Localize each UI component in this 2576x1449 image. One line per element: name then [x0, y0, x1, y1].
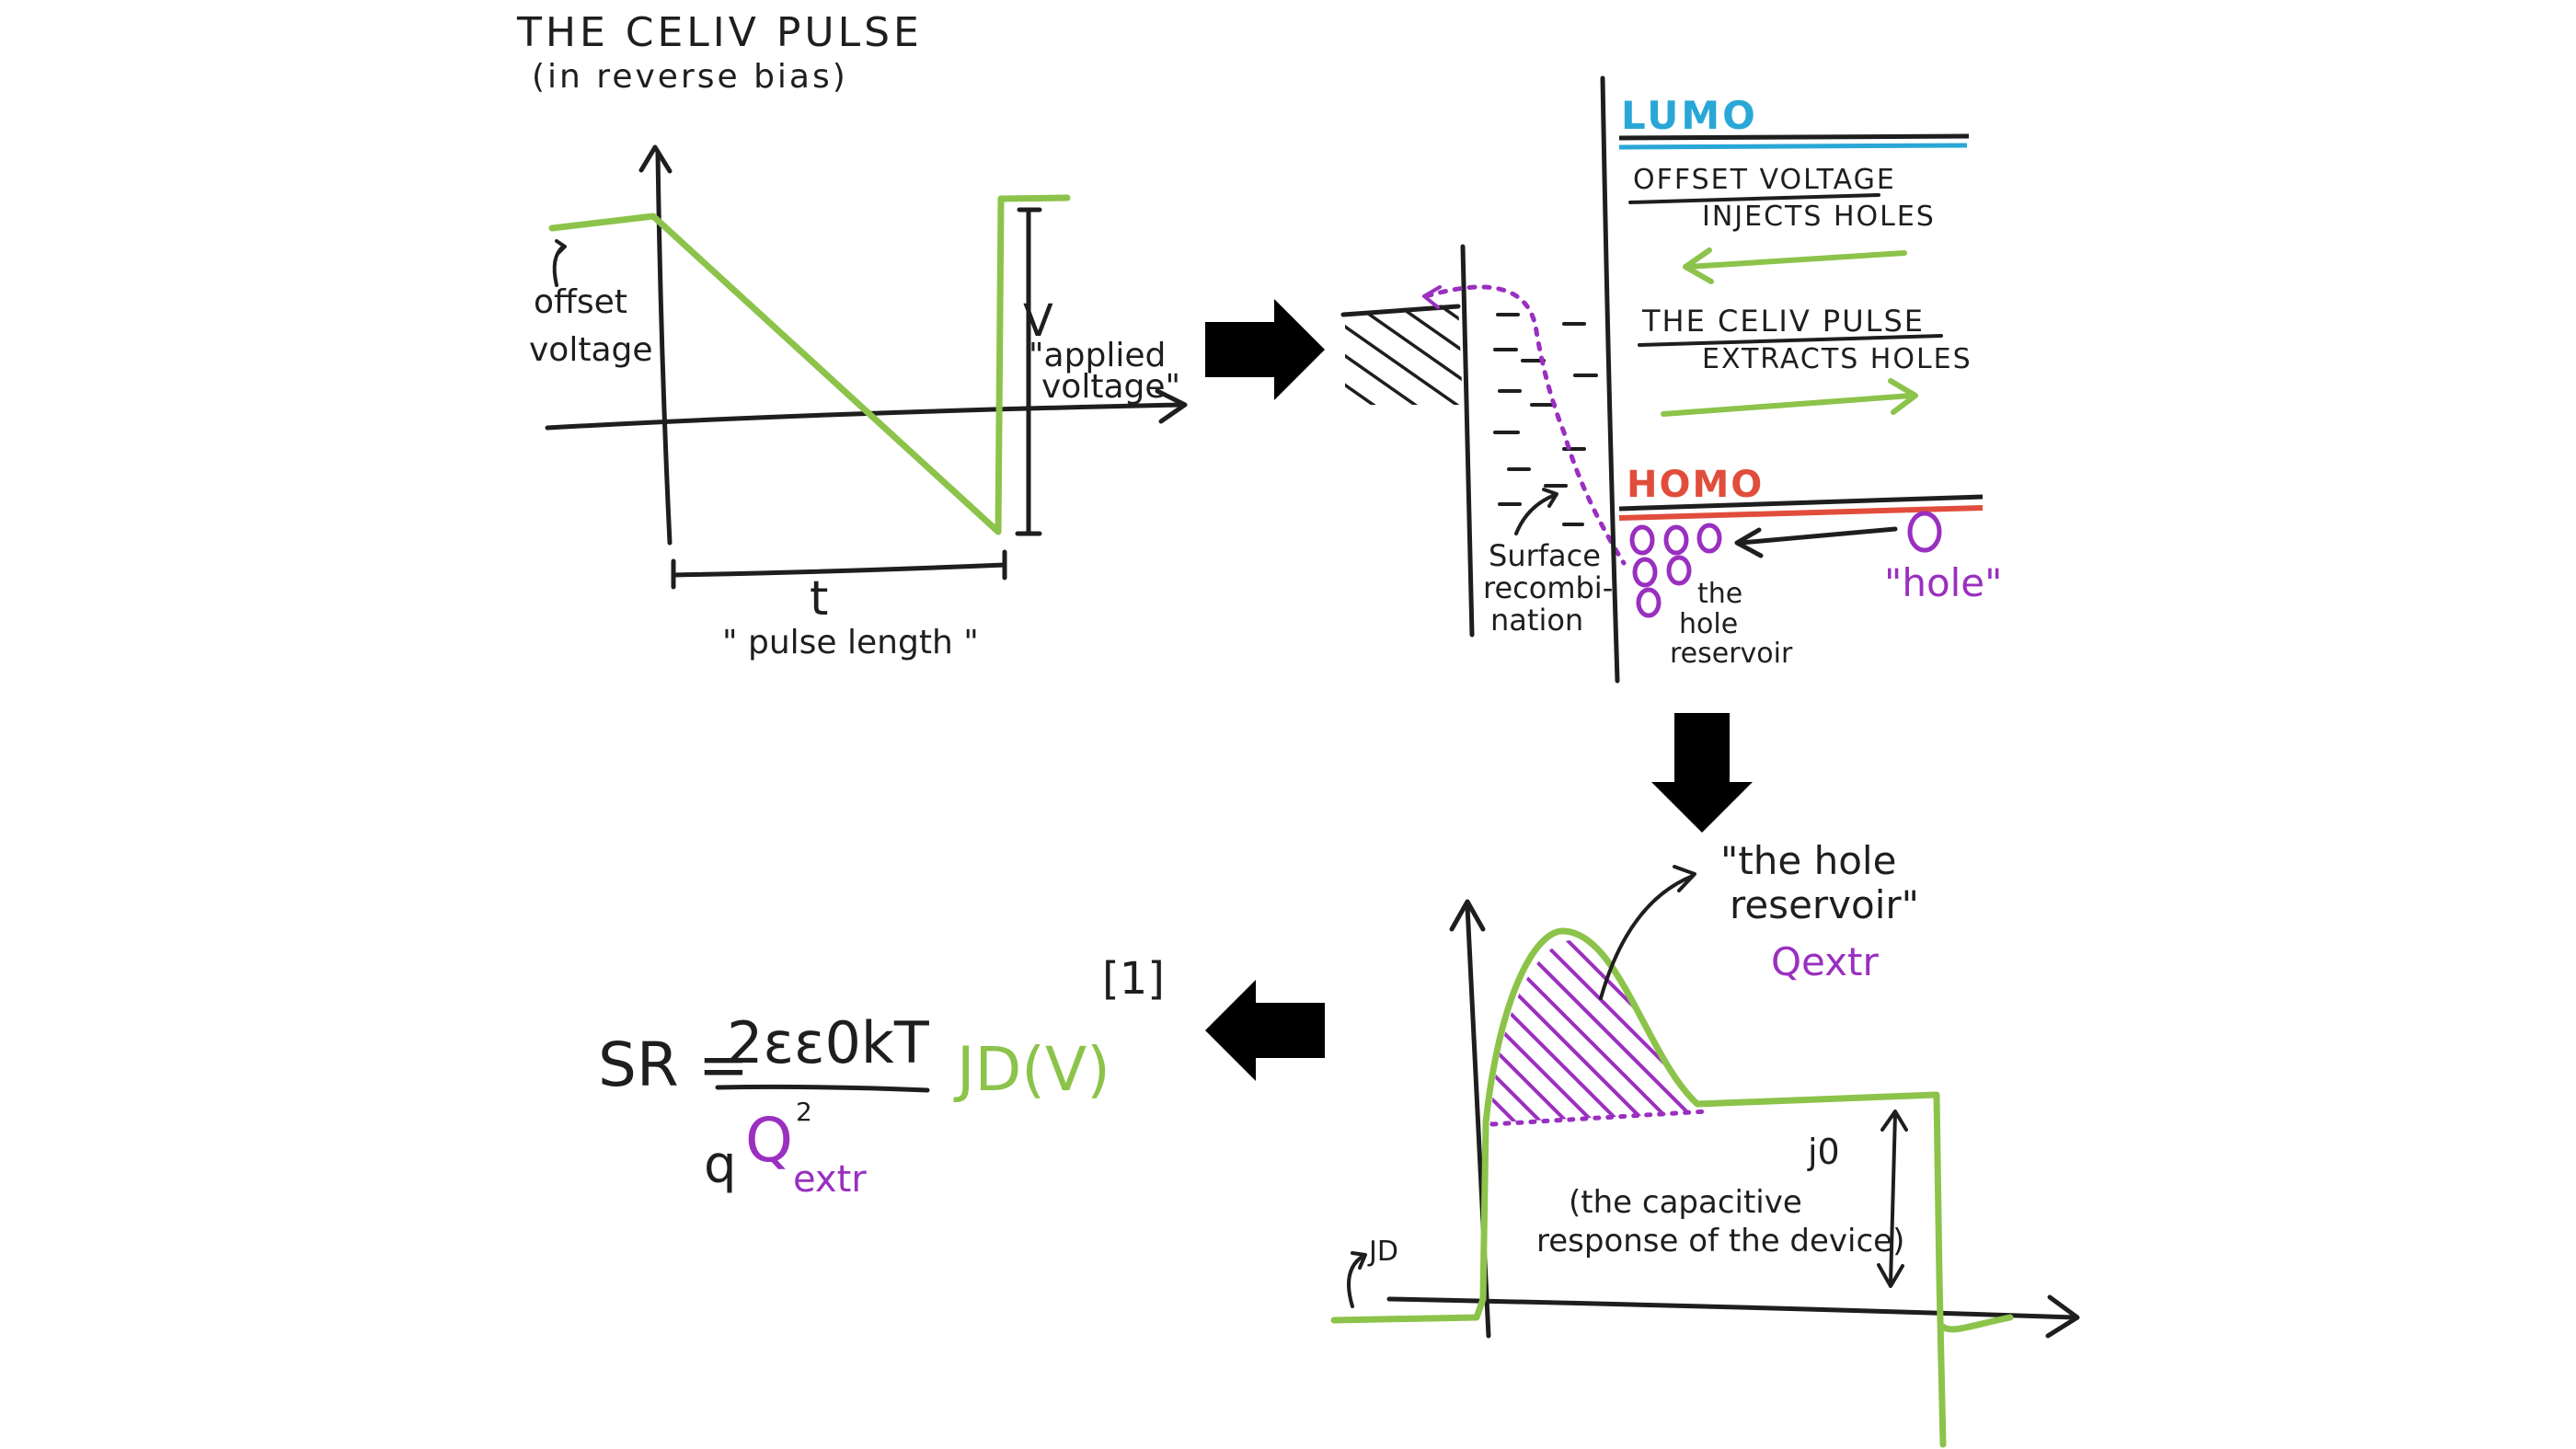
- recombination-path: [1423, 284, 1627, 566]
- v-bracket: [1015, 207, 1042, 536]
- celiv-extracts-2: EXTRACTS HOLES: [1702, 343, 1972, 375]
- v-label: V: [1023, 295, 1053, 347]
- arrow-down-icon: [1651, 713, 1753, 833]
- formula-factor: JD(V): [953, 1034, 1110, 1105]
- hole-label: "hole": [1884, 560, 2002, 605]
- formula-denominator-sup: 2: [796, 1097, 812, 1127]
- extract-arrow: [1661, 393, 1915, 417]
- inject-arrow: [1685, 250, 1907, 270]
- surface-label-3: nation: [1490, 603, 1583, 638]
- j0-arrow-line: [1889, 1111, 1897, 1285]
- extracted-charge-baseline: [1489, 1109, 1709, 1127]
- current-y-arrowhead: [1449, 899, 1486, 932]
- homo-label: HOMO: [1627, 464, 1764, 506]
- pulse-panel: THE CELIV PULSE (in reverse bias) V "app…: [516, 9, 1188, 661]
- offset-injects-1: OFFSET VOLTAGE: [1633, 164, 1896, 196]
- offset-injects-2: INJECTS HOLES: [1702, 201, 1936, 233]
- homo-line-black: [1618, 494, 1984, 512]
- applied-label-1: "applied: [1029, 337, 1166, 374]
- offset-label-1: offset: [534, 283, 627, 321]
- formula-denominator-Q: Q: [745, 1105, 793, 1176]
- surface-pointer: [1514, 488, 1558, 535]
- surface-label-1: Surface: [1489, 538, 1601, 573]
- inject-arrowhead: [1683, 247, 1714, 284]
- q-extr-label: Qextr: [1771, 939, 1879, 984]
- recombination-arrowhead: [1422, 285, 1442, 309]
- reservoir-label-1: the: [1697, 578, 1742, 610]
- capacitive-label-1: (the capacitive: [1569, 1184, 1802, 1221]
- formula-denominator-sub: extr: [793, 1158, 867, 1201]
- reservoir-quote-1: "the hole: [1720, 838, 1896, 883]
- pulse-subtitle: (in reverse bias): [532, 58, 848, 96]
- current-transient: [1330, 927, 2014, 1448]
- extract-arrowhead: [1888, 378, 1918, 415]
- citation: [1]: [1102, 953, 1165, 1005]
- reservoir-quote-2: reservoir": [1730, 882, 1919, 927]
- reservoir-pointer-head: [1673, 865, 1696, 892]
- pulse-length-label: " pulse length ": [722, 624, 979, 661]
- jd-label: JD: [1367, 1236, 1398, 1268]
- offset-label-2: voltage: [529, 331, 653, 369]
- lumo-line-blue: [1618, 143, 1968, 150]
- applied-label-2: voltage": [1041, 368, 1180, 406]
- j0-arrowheads: [1877, 1110, 1908, 1288]
- homo-line-red: [1618, 505, 1984, 521]
- current-x-arrowhead: [2045, 1294, 2080, 1339]
- formula-numerator: 2εε0kT: [727, 1009, 930, 1076]
- reservoir-label-2: hole: [1679, 608, 1738, 640]
- t-label: t: [810, 571, 828, 627]
- pulse-title: THE CELIV PULSE: [516, 9, 923, 56]
- hole-reservoir-circles: [1629, 523, 1722, 618]
- pulse-x-arrowhead: [1155, 388, 1188, 424]
- celiv-extracts-1: THE CELIV PULSE: [1641, 304, 1925, 339]
- offset-pointer: [552, 239, 567, 287]
- formula-denominator-q: q: [704, 1135, 737, 1195]
- reservoir-pointer: [1599, 874, 1695, 1000]
- extracted-charge-area: [1490, 939, 1697, 1122]
- pulse-y-axis: [655, 149, 673, 546]
- electrode-hatch: [1345, 304, 1463, 405]
- pulse-y-arrowhead: [638, 144, 673, 174]
- pulse-x-axis: [545, 402, 1185, 431]
- arrow-right-icon: [1205, 299, 1325, 400]
- capacitive-label-2: response of the device): [1536, 1223, 1904, 1259]
- celiv-underline: [1638, 334, 1943, 347]
- pulse-waveform: [548, 194, 1071, 535]
- fraction-bar: [715, 1084, 930, 1093]
- band-panel: Surface recombi- nation LUMO OFFSET VOLT…: [1340, 75, 2002, 684]
- lumo-label: LUMO: [1621, 93, 1758, 138]
- current-panel: "the hole reservoir" Qextr j0 (the capac…: [1330, 838, 2080, 1448]
- trap-states: [1493, 313, 1598, 526]
- j0-label: j0: [1807, 1132, 1840, 1172]
- jd-pointer: [1347, 1251, 1367, 1308]
- hole-arrowhead: [1734, 527, 1764, 558]
- current-x-axis: [1386, 1296, 2077, 1320]
- lumo-line-black: [1618, 133, 1970, 141]
- hole-arrow: [1738, 526, 1898, 546]
- reservoir-label-3: reservoir: [1670, 638, 1793, 670]
- t-bracket: [671, 549, 1007, 590]
- formula: SR = 2εε0kT q Q 2 extr JD(V) [1]: [598, 953, 1165, 1201]
- surface-label-2: recombi-: [1483, 570, 1613, 605]
- interface-line: [1460, 244, 1475, 638]
- semiconductor-boundary: [1600, 75, 1620, 684]
- offset-underline: [1628, 193, 1880, 204]
- arrow-left-icon: [1205, 980, 1325, 1081]
- hole-circle: [1907, 511, 1942, 553]
